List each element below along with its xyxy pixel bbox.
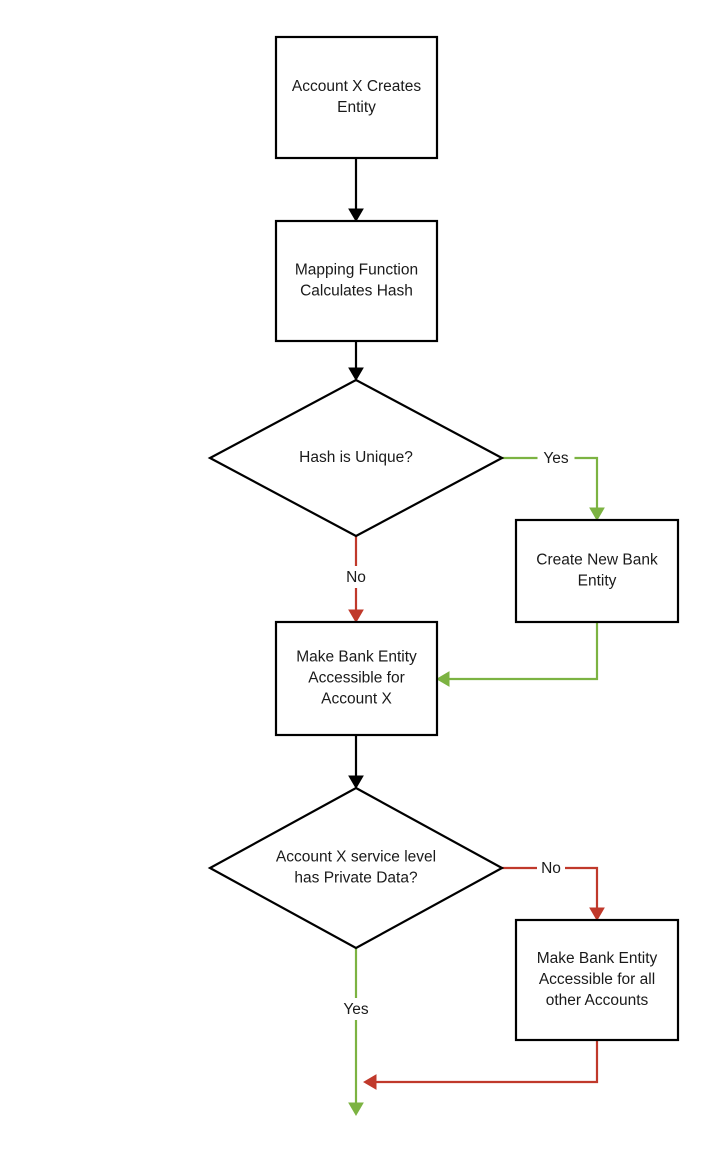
flow-edge-edge-hash-unique-yes bbox=[502, 456, 605, 521]
node-diamond-hash-is-unique[interactable] bbox=[207, 378, 505, 538]
node-rect-account-x-creates-entity[interactable] bbox=[274, 35, 439, 160]
node-label-line: Entity bbox=[337, 99, 376, 116]
edge-label-backdrop bbox=[337, 998, 375, 1020]
node-label-line: Accessible for all bbox=[539, 971, 655, 988]
edge-path-edge-hash-unique-yes bbox=[502, 456, 599, 512]
arrowhead-edge-service-level-no bbox=[589, 907, 605, 921]
node-label-line: Account X service level bbox=[276, 849, 436, 866]
flow-edge-edge-service-level-no bbox=[502, 866, 605, 921]
edge-label-group-edge-service-level-yes: Yes bbox=[337, 998, 375, 1020]
node-label-line: Make Bank Entity bbox=[296, 649, 417, 666]
edge-path-edge-create-entity-to-accessible bbox=[445, 622, 599, 681]
flow-node-hash-is-unique[interactable]: Hash is Unique? bbox=[207, 378, 505, 538]
node-diamond-account-x-service-level-private-data[interactable] bbox=[207, 786, 505, 950]
edge-path-edge-service-level-no bbox=[502, 866, 599, 912]
arrowhead-edge-create-entity-to-accessible bbox=[436, 671, 450, 687]
arrowhead-edge-hash-unique-yes bbox=[589, 507, 605, 521]
edge-label-text: Yes bbox=[543, 450, 569, 467]
node-rect-mapping-function-calculates-hash[interactable] bbox=[274, 219, 439, 343]
node-rect-make-bank-entity-accessible-account-x[interactable] bbox=[274, 620, 439, 737]
node-label-hash-is-unique: Hash is Unique? bbox=[299, 449, 413, 466]
edge-label-group-edge-hash-unique-no: No bbox=[342, 566, 370, 588]
node-label-line: Accessible for bbox=[308, 670, 404, 687]
flow-edge-edge-all-others-to-merge bbox=[363, 1040, 599, 1090]
arrowhead-edge-hash-unique-no bbox=[348, 609, 364, 623]
node-rect-create-new-bank-entity[interactable] bbox=[514, 518, 680, 624]
edge-label-backdrop bbox=[537, 857, 565, 879]
node-label-line: Entity bbox=[578, 573, 617, 590]
edge-label-text: No bbox=[541, 860, 561, 877]
arrowhead-edge-mapping-to-hash-unique bbox=[348, 367, 364, 381]
edge-label-group-edge-hash-unique-yes: Yes bbox=[537, 447, 575, 469]
edge-label-text: No bbox=[346, 569, 366, 586]
arrowhead-edge-all-others-to-merge bbox=[363, 1074, 377, 1090]
node-label-account-x-service-level-private-data: Account X service level has Private Data? bbox=[276, 849, 436, 887]
flow-edge-edge-mapping-to-hash-unique bbox=[348, 341, 364, 381]
node-label-line: other Accounts bbox=[546, 992, 649, 1009]
arrowhead-edge-accessible-to-service-level bbox=[348, 775, 364, 789]
flow-node-account-x-service-level-private-data[interactable]: Account X service level has Private Data? bbox=[207, 786, 505, 950]
flow-edge-edge-service-level-yes bbox=[348, 948, 364, 1116]
edge-label-text: Yes bbox=[343, 1001, 369, 1018]
edge-label-group-edge-service-level-no: No bbox=[537, 857, 565, 879]
arrowhead-edge-service-level-yes bbox=[348, 1102, 364, 1116]
node-label-line: Calculates Hash bbox=[300, 283, 413, 300]
node-label-line: Hash is Unique? bbox=[299, 449, 413, 466]
node-label-line: has Private Data? bbox=[294, 870, 418, 887]
flow-edge-edge-create-to-mapping bbox=[348, 158, 364, 222]
node-label-line: Account X bbox=[321, 691, 392, 708]
node-rect-make-bank-entity-accessible-all-others[interactable] bbox=[514, 918, 680, 1042]
edges-layer bbox=[348, 158, 605, 1116]
arrowhead-edge-create-to-mapping bbox=[348, 208, 364, 222]
node-label-line: Make Bank Entity bbox=[537, 950, 658, 967]
flow-edge-edge-create-entity-to-accessible bbox=[436, 622, 599, 687]
node-label-line: Mapping Function bbox=[295, 262, 418, 279]
edge-path-edge-all-others-to-merge bbox=[372, 1040, 599, 1084]
node-label-line: Account X Creates bbox=[292, 78, 421, 95]
edge-label-backdrop bbox=[537, 447, 575, 469]
flow-edge-edge-accessible-to-service-level bbox=[348, 735, 364, 789]
node-label-line: Create New Bank bbox=[536, 552, 658, 569]
edge-label-backdrop bbox=[342, 566, 370, 588]
